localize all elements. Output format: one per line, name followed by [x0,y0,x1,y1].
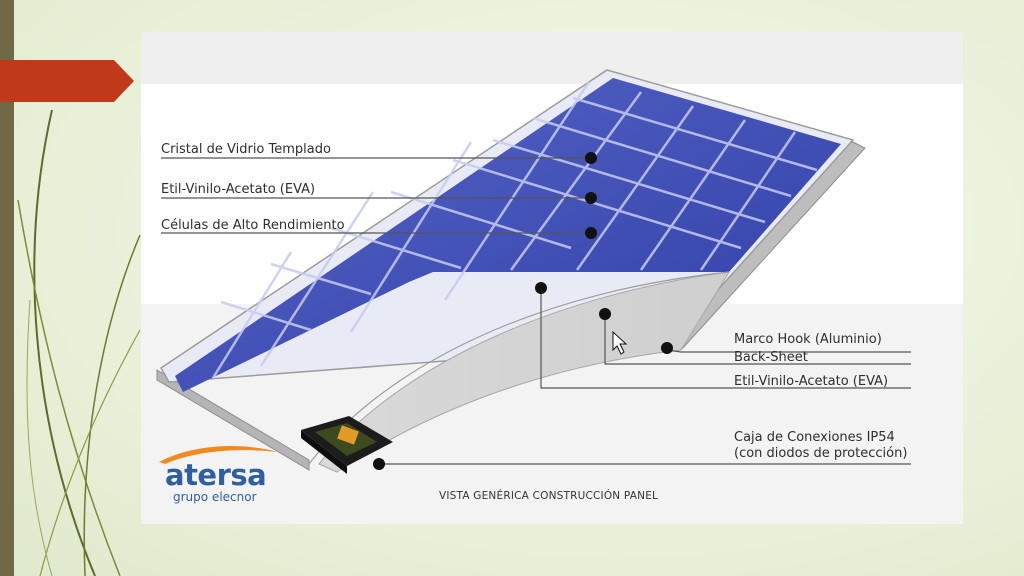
dot-backsheet [599,308,611,320]
cell-array [175,78,841,392]
label-cristal: Cristal de Vidrio Templado [161,142,331,157]
dot-eva-bottom [535,282,547,294]
dot-eva-top [585,192,597,204]
atersa-logo: atersa grupo elecnor [153,440,283,510]
dot-marco [661,342,673,354]
label-marco: Marco Hook (Aluminio) [734,332,882,347]
logo-word: atersa [165,458,267,492]
dot-celulas [585,227,597,239]
dot-caja [373,458,385,470]
frame-left-edge [156,369,310,471]
leader-lines [161,157,911,465]
decorative-curves [17,109,141,576]
top-band [141,32,963,84]
mouse-cursor-icon [612,330,628,355]
logo-swoosh-icon [159,446,277,464]
red-arrow-tab [0,60,134,102]
label-eva-top: Etil-Vinilo-Acetato (EVA) [161,182,316,197]
label-eva-bottom: Etil-Vinilo-Acetato (EVA) [734,374,889,389]
dot-cristal [585,152,597,164]
label-celulas: Células de Alto Rendimiento [161,218,345,233]
label-caja-line1: Caja de Conexiones IP54 [734,430,895,445]
junction-box [301,416,393,474]
cell-grid [211,81,818,379]
label-caja-line2: (con diodos de protección) [734,446,908,461]
callout-dots [373,152,673,470]
left-accent-bar [0,0,14,576]
diagram-caption: VISTA GENÉRICA CONSTRUCCIÓN PANEL [439,490,659,502]
label-backsheet: Back-Sheet [734,350,808,365]
slide-content: Cristal de Vidrio Templado Etil-Vinilo-A… [141,32,963,524]
solar-panel-diagram [156,69,911,474]
logo-subtitle: grupo elecnor [173,490,257,504]
